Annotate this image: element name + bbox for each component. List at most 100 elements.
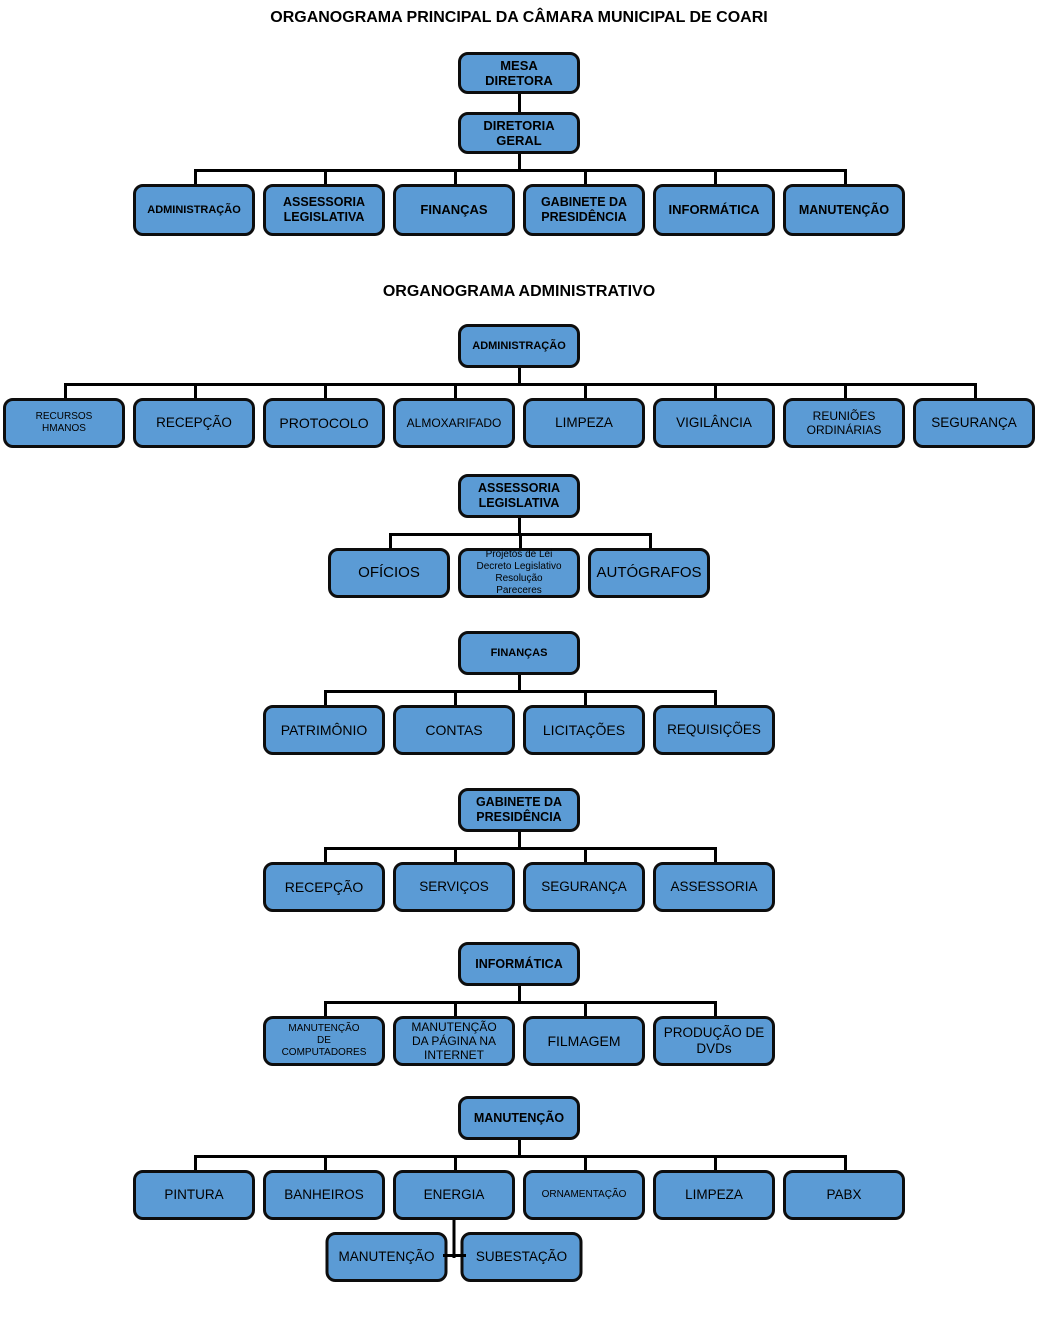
- administrativo-title: ORGANOGRAMA ADMINISTRATIVO: [382, 283, 656, 300]
- node-recepcao-gabinete: RECEPÇÃO: [263, 862, 385, 912]
- branch-seguranca: SEGURANÇA: [909, 383, 1038, 448]
- branch-limpeza: LIMPEZA: [519, 383, 649, 448]
- node-manutencao: MANUTENÇÃO: [783, 184, 905, 236]
- node-patrimonio: PATRIMÔNIO: [263, 705, 385, 755]
- section-informatica: INFORMÁTICA MANUTENÇÃO DE COMPUTADORES M…: [0, 942, 1038, 1066]
- node-assessoria-legislativa-parent: ASSESSORIA LEGISLATIVA: [458, 474, 580, 518]
- node-financas-parent: FINANÇAS: [458, 631, 580, 675]
- branch-requisicoes: REQUISIÇÕES: [649, 690, 779, 755]
- connector-mesa-diretoria: [517, 94, 521, 112]
- connector: [517, 675, 521, 690]
- financas-children-row: PATRIMÔNIO CONTAS LICITAÇÕES REQUISIÇÕES: [259, 690, 779, 755]
- node-gabinete-parent: GABINETE DA PRESIDÊNCIA: [458, 788, 580, 832]
- branch-recepcao: RECEPÇÃO: [129, 383, 259, 448]
- node-assessoria-legislativa: ASSESSORIA LEGISLATIVA: [263, 184, 385, 236]
- connector-diretoria-stub: [517, 154, 521, 169]
- branch-pintura: PINTURA: [129, 1155, 259, 1220]
- branch-producao-de-dvds: PRODUÇÃO DE DVDs: [649, 1001, 779, 1066]
- branch-manutencao-da-pagina-na-internet: MANUTENÇÃO DA PÁGINA NA INTERNET: [389, 1001, 519, 1066]
- branch-gabinete-da-presidencia: GABINETE DA PRESIDÊNCIA: [519, 169, 649, 236]
- connector: [517, 368, 521, 383]
- section-assessoria-legislativa: ASSESSORIA LEGISLATIVA OFÍCIOS Projetos …: [0, 474, 1038, 598]
- branch-protocolo: PROTOCOLO: [259, 383, 389, 448]
- branch-recursos-hmanos: RECURSOS HMANOS: [0, 383, 129, 448]
- connector: [517, 518, 521, 533]
- principal-title: ORGANOGRAMA PRINCIPAL DA CÂMARA MUNICIPA…: [270, 9, 768, 26]
- connector-energia-horizontal: [442, 1254, 466, 1257]
- node-requisicoes: REQUISIÇÕES: [653, 705, 775, 755]
- node-protocolo: PROTOCOLO: [263, 398, 385, 448]
- node-licitacoes: LICITAÇÕES: [523, 705, 645, 755]
- node-vigilancia: VIGILÂNCIA: [653, 398, 775, 448]
- manutencao-children-row: PINTURA BANHEIROS ENERGIA MANUTENÇÃO SUB…: [129, 1155, 909, 1282]
- branch-financas: FINANÇAS: [389, 169, 519, 236]
- branch-projetos-de-lei: Projetos de Lei Decreto Legislativo Reso…: [454, 533, 584, 598]
- branch-contas: CONTAS: [389, 690, 519, 755]
- node-recepcao: RECEPÇÃO: [133, 398, 255, 448]
- connector: [517, 1140, 521, 1155]
- branch-patrimonio: PATRIMÔNIO: [259, 690, 389, 755]
- gabinete-children-row: RECEPÇÃO SERVIÇOS SEGURANÇA ASSESSORIA: [259, 847, 779, 912]
- node-seguranca: SEGURANÇA: [913, 398, 1035, 448]
- branch-energia: ENERGIA MANUTENÇÃO SUBESTAÇÃO: [325, 1155, 583, 1282]
- node-subestacao: SUBESTAÇÃO: [460, 1232, 583, 1282]
- node-manutencao-energia: MANUTENÇÃO: [325, 1232, 448, 1282]
- connector-energia-vertical: [452, 1220, 456, 1258]
- node-almoxarifado: ALMOXARIFADO: [393, 398, 515, 448]
- node-pintura: PINTURA: [133, 1170, 255, 1220]
- branch-informatica: INFORMÁTICA: [649, 169, 779, 236]
- node-energia: ENERGIA: [393, 1170, 515, 1220]
- branch-manutencao: MANUTENÇÃO: [779, 169, 909, 236]
- node-projetos-de-lei: Projetos de Lei Decreto Legislativo Reso…: [458, 548, 580, 598]
- node-limpeza: LIMPEZA: [523, 398, 645, 448]
- branch-filmagem: FILMAGEM: [519, 1001, 649, 1066]
- node-manutencao-parent: MANUTENÇÃO: [458, 1096, 580, 1140]
- branch-reunioes-ordinarias: REUNIÕES ORDINÁRIAS: [779, 383, 909, 448]
- branch-ornamentacao: ORNAMENTAÇÃO: [519, 1155, 649, 1220]
- node-administracao-parent: ADMINISTRAÇÃO: [458, 324, 580, 368]
- node-reunioes-ordinarias: REUNIÕES ORDINÁRIAS: [783, 398, 905, 448]
- section-administracao: ADMINISTRAÇÃO RECURSOS HMANOS RECEPÇÃO P…: [0, 324, 1038, 448]
- section-gabinete-da-presidencia: GABINETE DA PRESIDÊNCIA RECEPÇÃO SERVIÇO…: [0, 788, 1038, 912]
- node-ornamentacao: ORNAMENTAÇÃO: [523, 1170, 645, 1220]
- branch-pabx: PABX: [779, 1155, 909, 1220]
- node-mesa-diretora: MESA DIRETORA: [458, 52, 580, 94]
- node-servicos: SERVIÇOS: [393, 862, 515, 912]
- node-pabx: PABX: [783, 1170, 905, 1220]
- branch-assessoria: ASSESSORIA: [649, 847, 779, 912]
- assessoria-children-row: OFÍCIOS Projetos de Lei Decreto Legislat…: [324, 533, 714, 598]
- energia-subtree: MANUTENÇÃO SUBESTAÇÃO: [325, 1220, 583, 1282]
- principal-tree: MESA DIRETORA DIRETORIA GERAL ADMINISTRA…: [0, 52, 1038, 236]
- connector: [517, 986, 521, 1001]
- node-autografos: AUTÓGRAFOS: [588, 548, 710, 598]
- node-recursos-hmanos: RECURSOS HMANOS: [3, 398, 125, 448]
- branch-servicos: SERVIÇOS: [389, 847, 519, 912]
- branch-vigilancia: VIGILÂNCIA: [649, 383, 779, 448]
- principal-departments-row: ADMINISTRAÇÃO ASSESSORIA LEGISLATIVA FIN…: [129, 169, 909, 236]
- node-manutencao-da-pagina-na-internet: MANUTENÇÃO DA PÁGINA NA INTERNET: [393, 1016, 515, 1066]
- branch-limpeza-manutencao: LIMPEZA: [649, 1155, 779, 1220]
- branch-assessoria-legislativa: ASSESSORIA LEGISLATIVA: [259, 169, 389, 236]
- branch-oficios: OFÍCIOS: [324, 533, 454, 598]
- node-financas: FINANÇAS: [393, 184, 515, 236]
- section-financas: FINANÇAS PATRIMÔNIO CONTAS LICITAÇÕES RE…: [0, 631, 1038, 755]
- branch-banheiros: BANHEIROS: [259, 1155, 389, 1220]
- node-diretoria-geral: DIRETORIA GERAL: [458, 112, 580, 154]
- node-banheiros: BANHEIROS: [263, 1170, 385, 1220]
- informatica-children-row: MANUTENÇÃO DE COMPUTADORES MANUTENÇÃO DA…: [259, 1001, 779, 1066]
- section-manutencao: MANUTENÇÃO PINTURA BANHEIROS ENERGIA MAN…: [0, 1096, 1038, 1282]
- node-gabinete-da-presidencia: GABINETE DA PRESIDÊNCIA: [523, 184, 645, 236]
- node-limpeza-manutencao: LIMPEZA: [653, 1170, 775, 1220]
- node-administracao: ADMINISTRAÇÃO: [133, 184, 255, 236]
- node-assessoria: ASSESSORIA: [653, 862, 775, 912]
- node-contas: CONTAS: [393, 705, 515, 755]
- administracao-children-row: RECURSOS HMANOS RECEPÇÃO PROTOCOLO ALMOX…: [0, 383, 1038, 448]
- node-oficios: OFÍCIOS: [328, 548, 450, 598]
- node-seguranca-gabinete: SEGURANÇA: [523, 862, 645, 912]
- branch-administracao: ADMINISTRAÇÃO: [129, 169, 259, 236]
- branch-almoxarifado: ALMOXARIFADO: [389, 383, 519, 448]
- node-manutencao-de-computadores: MANUTENÇÃO DE COMPUTADORES: [263, 1016, 385, 1066]
- node-filmagem: FILMAGEM: [523, 1016, 645, 1066]
- branch-licitacoes: LICITAÇÕES: [519, 690, 649, 755]
